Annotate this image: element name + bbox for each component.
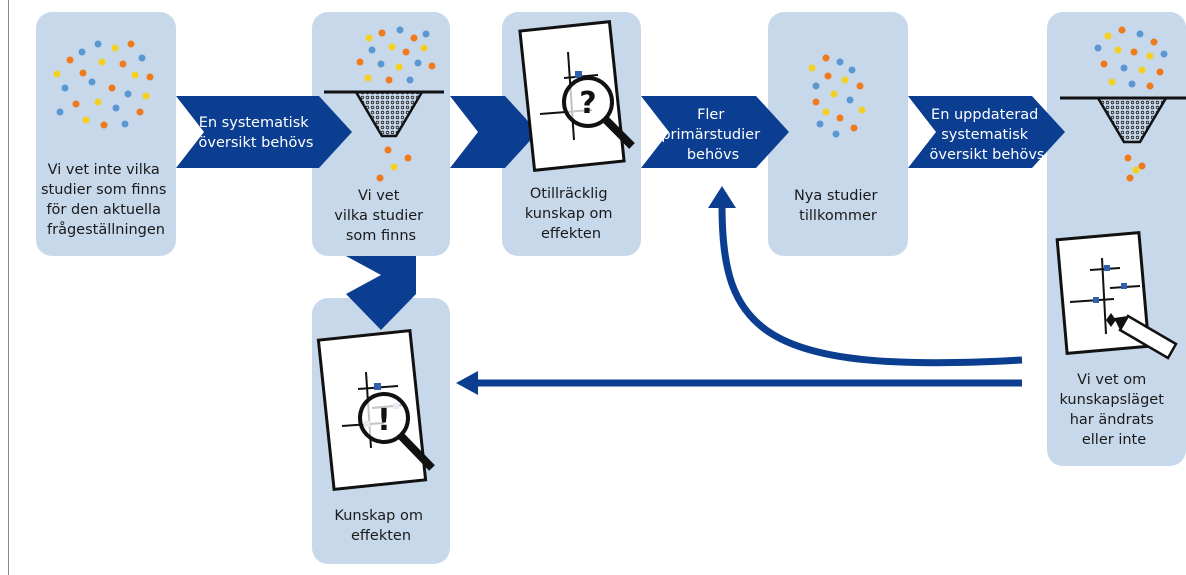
forest-plot-question-icon: ? [518,20,635,172]
forest-plot-exclaim-icon: ! [316,328,435,492]
curved-arrow-head [708,186,736,208]
card-6-text: Kunskap om effekten [334,508,427,544]
exclamation-mark: ! [377,403,391,438]
arrow-2-label: Fler primärstudier behövs [661,107,764,163]
updated-forest-plot-icon [1055,231,1178,360]
arrow-mid [450,96,538,168]
arrow-2 [641,96,789,168]
card-3-text: Otillräcklig kunskap om effekten [525,186,617,242]
sieve-icon [324,26,444,182]
left-border-line [8,0,9,575]
arrow-1-label: En systematisk översikt behövs [199,115,314,151]
question-mark: ? [579,86,596,121]
card-1-text: Vi vet inte vilka studier som finns för … [41,162,171,238]
card-2-text: Vi vet vilka studier som finns [334,188,427,244]
sieve-icon-updated [1060,26,1186,182]
new-studies-dots-icon [808,54,866,138]
curved-feedback-arrow [718,204,1023,367]
arrow-3 [908,96,1065,168]
left-arrow-head [456,371,478,395]
arrow-1 [176,96,352,168]
card-5-text: Vi vet om kunskapsläget har ändrats elle… [1059,372,1168,448]
card-1 [36,12,176,256]
card-4-text: Nya studier tillkommer [794,188,882,224]
arrow-3-label: En uppdaterad systematisk översikt behöv… [930,107,1045,163]
studies-dots-icon [53,40,154,129]
arrow-down [346,256,416,330]
